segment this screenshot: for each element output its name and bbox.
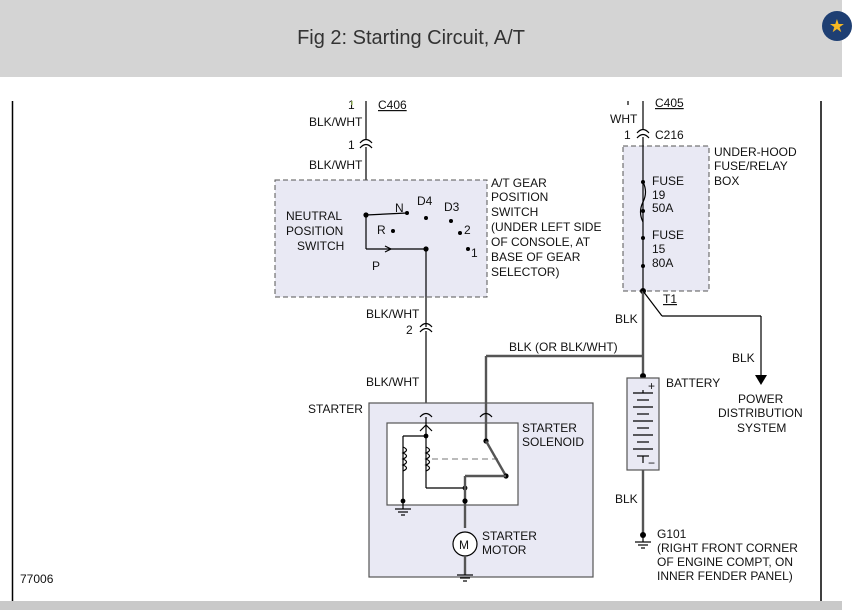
fuse-19-label-line-3: 50A	[652, 201, 673, 215]
ground-label-line-2: OF ENGINE COMPT, ON	[657, 555, 793, 569]
starter-solenoid-box	[386, 422, 519, 506]
battery-label: BATTERY	[666, 376, 720, 390]
figure-number: 77006	[20, 572, 54, 586]
fuse-box-label-line-3: BOX	[714, 174, 739, 188]
wire-label-blk-wht-2: BLK/WHT	[309, 158, 363, 172]
wire-label-blk-or: BLK (OR BLK/WHT)	[509, 340, 618, 354]
gear-label-d3: D3	[444, 200, 460, 214]
gear-switch-label-line-2: POSITION	[491, 190, 548, 204]
wire-label-blk-3: BLK	[615, 492, 638, 506]
starter-label: STARTER	[308, 402, 363, 416]
neutral-switch-label-line-2: POSITION	[286, 224, 343, 238]
gear-label-d4: D4	[417, 194, 433, 208]
pin-1-c406-label: 1	[348, 138, 355, 152]
under-hood-fuse-relay-box	[622, 145, 710, 292]
wire-label-blk-wht-1: BLK/WHT	[309, 115, 363, 129]
motor-label-line-1: STARTER	[482, 529, 537, 543]
connector-c216-label: C216	[655, 128, 684, 142]
gear-switch-label-line-3: SWITCH	[491, 205, 538, 219]
fuse-box-label-line-1: UNDER-HOOD	[714, 145, 797, 159]
gear-position-switch-box	[274, 179, 488, 298]
gear-label-2: 2	[464, 223, 471, 237]
wire-label-wht: WHT	[610, 112, 638, 126]
gear-switch-label-line-5: OF CONSOLE, AT	[491, 235, 591, 249]
fuse-19-label-line-2: 19	[652, 188, 666, 202]
connector-c405-label: C405	[655, 96, 684, 110]
power-dist-label-line-1: POWER	[738, 392, 784, 406]
gear-label-r: R	[377, 223, 386, 237]
neutral-switch-label-line-3: SWITCH	[297, 239, 344, 253]
motor-symbol: M	[459, 538, 469, 552]
gear-switch-label-line-4: (UNDER LEFT SIDE	[491, 220, 601, 234]
fuse-box-label-line-2: FUSE/RELAY	[714, 159, 788, 173]
fuse-15-label-line-1: FUSE	[652, 228, 684, 242]
battery-plus: +	[648, 379, 655, 393]
gear-label-n: N	[395, 201, 404, 215]
ground-label-line-1: (RIGHT FRONT CORNER	[657, 541, 798, 555]
power-dist-label-line-2: DISTRIBUTION	[718, 406, 803, 420]
fuse-15-label-line-3: 80A	[652, 256, 673, 270]
motor-label-line-2: MOTOR	[482, 543, 527, 557]
solenoid-label-line-2: SOLENOID	[522, 435, 584, 449]
solenoid-label-line-1: STARTER	[522, 421, 577, 435]
battery-minus: −	[648, 456, 655, 470]
gear-switch-label-line-6: BASE OF GEAR	[491, 250, 581, 264]
gear-switch-label-line-1: A/T GEAR	[491, 176, 547, 190]
starting-circuit-diagram: 1 C406 BLK/WHT 1 BLK/WHT NEUTRAL POSITIO…	[11, 96, 822, 601]
diagram-frame: 1 C406 BLK/WHT 1 BLK/WHT NEUTRAL POSITIO…	[11, 96, 822, 601]
ground-label-line-3: INNER FENDER PANEL)	[657, 569, 793, 583]
fuse-19-label-line-1: FUSE	[652, 174, 684, 188]
wire-label-blk-2: BLK	[732, 351, 755, 365]
gear-label-1: 1	[471, 246, 478, 260]
wire-label-blk-wht-3: BLK/WHT	[366, 307, 420, 321]
connector-c406-label: C406	[378, 98, 407, 112]
gear-switch-label-line-7: SELECTOR)	[491, 265, 559, 279]
header-bar: Fig 2: Starting Circuit, A/T ★	[0, 0, 852, 77]
neutral-switch-label-line-1: NEUTRAL	[286, 209, 342, 223]
power-dist-label-line-3: SYSTEM	[737, 421, 786, 435]
star-badge-icon[interactable]: ★	[822, 11, 852, 41]
footer-bar	[0, 601, 842, 610]
wire-label-blk-wht-4: BLK/WHT	[366, 375, 420, 389]
figure-title: Fig 2: Starting Circuit, A/T	[297, 27, 525, 49]
gear-label-p: P	[372, 259, 380, 273]
pin-2-label: 2	[406, 323, 413, 337]
fuse-15-label-line-2: 15	[652, 242, 666, 256]
wire-label-blk-1: BLK	[615, 312, 638, 326]
connector-t1-label: T1	[663, 292, 677, 306]
ground-g101-label: G101	[657, 527, 687, 541]
pin-1-c216-label: 1	[624, 128, 631, 142]
